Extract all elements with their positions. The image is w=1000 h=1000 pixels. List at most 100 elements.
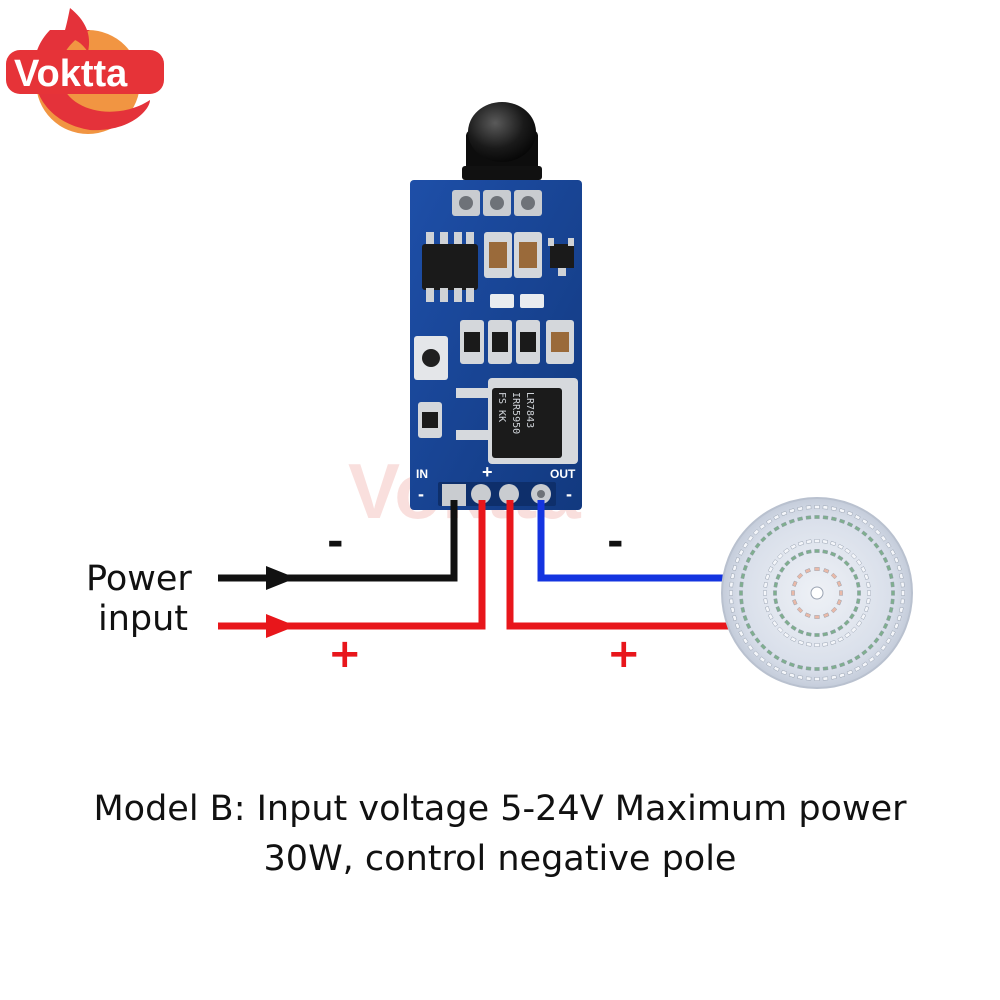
led-dot [823,612,830,618]
led-dot [863,606,870,613]
logo-flame [62,8,90,52]
led-dot [822,676,829,681]
led-dot [866,598,871,604]
left-negative-sign: - [327,519,344,565]
led-dot [747,535,754,542]
led-dot [775,606,781,613]
led-dot [814,515,820,519]
led-dot [888,573,894,580]
wire-positive-input [218,500,486,630]
power-input-label-line1: Power [86,559,192,599]
led-dot [890,598,895,605]
led-dot [896,614,902,622]
led-dot [855,598,861,605]
led-dot [773,581,779,588]
led-dot [814,615,820,619]
led-dot [814,633,820,637]
led-dot [844,632,851,639]
led-dot [773,665,780,672]
left-positive-sign: + [328,631,362,677]
led-panel-center-hole [810,586,824,600]
brand-logo: Voktta [6,8,164,134]
led-dot [763,582,768,588]
led-dot [805,505,812,510]
led-dot [791,590,795,596]
led-dot [860,566,867,573]
led-dot [868,656,875,663]
led-dot [830,675,837,680]
led-dot [837,636,844,643]
led-dot [777,626,784,633]
led-dot [822,505,829,510]
led-dot [857,590,861,596]
led-dot [893,557,900,564]
led-dot [796,572,804,580]
led-dot [850,626,857,633]
led-dot [874,650,881,657]
led-dot [861,530,868,537]
logo-banner [6,50,164,94]
led-dot [777,553,784,560]
led-dot [873,637,880,644]
led-dot [771,620,778,627]
led-dot [856,620,863,627]
ic-chip [422,232,478,302]
led-dot [766,661,773,668]
arrow-positive-input-icon [266,614,296,638]
led-dot [830,664,837,670]
led-dot [866,582,871,588]
led-dot [900,581,905,588]
led-dot [754,542,761,549]
pin-label-plus: + [482,462,493,482]
led-dot [837,543,844,550]
led-dot [742,615,748,622]
led-dot [759,523,766,530]
led-dot [779,613,786,620]
wire-negative-output [537,500,728,582]
led-dot [753,650,760,657]
led-dot [814,505,820,509]
led-dot [830,540,837,547]
pin-label-in: IN [416,467,428,481]
led-dot [788,662,795,668]
chip-marking-2: IRR5950 [510,392,521,434]
led-dot [738,549,745,556]
led-dot [732,614,738,622]
led-dot [836,599,842,606]
led-dot [854,654,861,661]
led-dot [814,643,820,647]
led-dot [814,667,820,671]
led-dot [880,535,887,542]
led-dot [797,675,804,680]
led-dot [734,557,741,564]
led-dot [846,521,854,528]
power-input-label-line2: input [98,599,188,639]
led-dot [878,630,885,637]
led-dot [773,525,780,532]
right-negative-sign: - [607,519,624,565]
led-dot [732,564,738,572]
led-dot [796,606,804,614]
led-dot [890,581,895,588]
led-dot [806,539,812,544]
led-dot [729,581,734,588]
led-dot [846,669,853,676]
led-dot [742,637,749,644]
mosfet: LR7843 IRR5950 FS KK [456,378,578,464]
led-dot [814,677,820,681]
led-dot [843,619,850,626]
led-dot [874,529,881,536]
pin-label-minus-left: - [418,484,424,504]
led-dot [749,549,756,556]
led-dot [860,613,867,620]
led-dot [853,606,859,613]
led-dot [797,516,804,522]
led-dot [804,568,811,574]
led-dot [738,630,745,637]
led-dot [855,581,861,588]
led-dot [885,542,892,549]
led-dot [896,564,902,572]
led-dot [861,661,868,668]
led-dot [784,560,791,567]
led-dot [891,590,895,596]
